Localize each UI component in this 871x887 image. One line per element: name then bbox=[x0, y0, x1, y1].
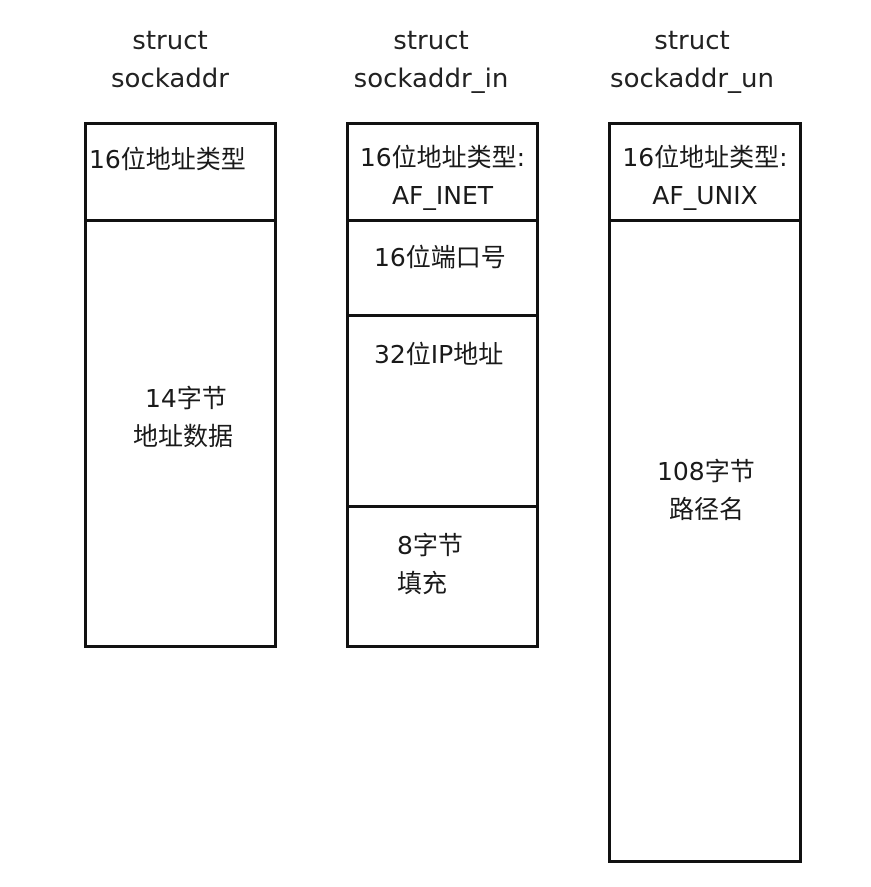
struct-keyword: struct bbox=[132, 26, 208, 56]
struct-sockaddr-un-box: 16位地址类型: AF_UNIX 108字节 路径名 bbox=[608, 122, 802, 863]
field-address-data: 14字节 地址数据 bbox=[87, 380, 274, 460]
field-value: AF_INET bbox=[391, 181, 494, 210]
struct-sockaddr-box: 16位地址类型 14字节 地址数据 bbox=[84, 122, 277, 648]
struct-keyword: struct bbox=[393, 26, 469, 56]
struct-sockaddr-title: struct sockaddr bbox=[70, 22, 270, 98]
field-address-family: 16位地址类型 bbox=[87, 125, 274, 222]
field-label: 108字节 bbox=[657, 457, 755, 486]
struct-sockaddr-un-title: struct sockaddr_un bbox=[592, 22, 792, 98]
struct-name: sockaddr_in bbox=[353, 64, 509, 94]
field-label-2: 填充 bbox=[397, 569, 448, 598]
field-label-2: 地址数据 bbox=[133, 422, 234, 451]
field-address-family: 16位地址类型: AF_UNIX bbox=[611, 125, 799, 222]
field-label: 14字节 bbox=[145, 384, 227, 413]
field-label: 32位IP地址 bbox=[374, 340, 504, 369]
field-address-family: 16位地址类型: AF_INET bbox=[349, 125, 536, 222]
struct-name: sockaddr_un bbox=[610, 64, 774, 94]
field-label-2: 路径名 bbox=[669, 495, 745, 524]
field-label: 16位端口号 bbox=[374, 243, 506, 272]
struct-sockaddr-in-title: struct sockaddr_in bbox=[331, 22, 531, 98]
struct-sockaddr-in-box: 16位地址类型: AF_INET 16位端口号 32位IP地址 8字节 填充 bbox=[346, 122, 539, 648]
field-label: 8字节 bbox=[397, 531, 463, 560]
field-ip-address: 32位IP地址 bbox=[349, 317, 536, 508]
field-padding: 8字节 填充 bbox=[349, 508, 536, 648]
field-label: 16位地址类型: bbox=[622, 143, 788, 172]
field-port: 16位端口号 bbox=[349, 222, 536, 317]
field-path-name: 108字节 路径名 bbox=[611, 453, 799, 533]
struct-keyword: struct bbox=[654, 26, 730, 56]
field-value: AF_UNIX bbox=[652, 181, 758, 210]
field-label: 16位地址类型 bbox=[89, 145, 246, 174]
field-label: 16位地址类型: bbox=[359, 143, 526, 172]
struct-name: sockaddr bbox=[111, 64, 229, 94]
